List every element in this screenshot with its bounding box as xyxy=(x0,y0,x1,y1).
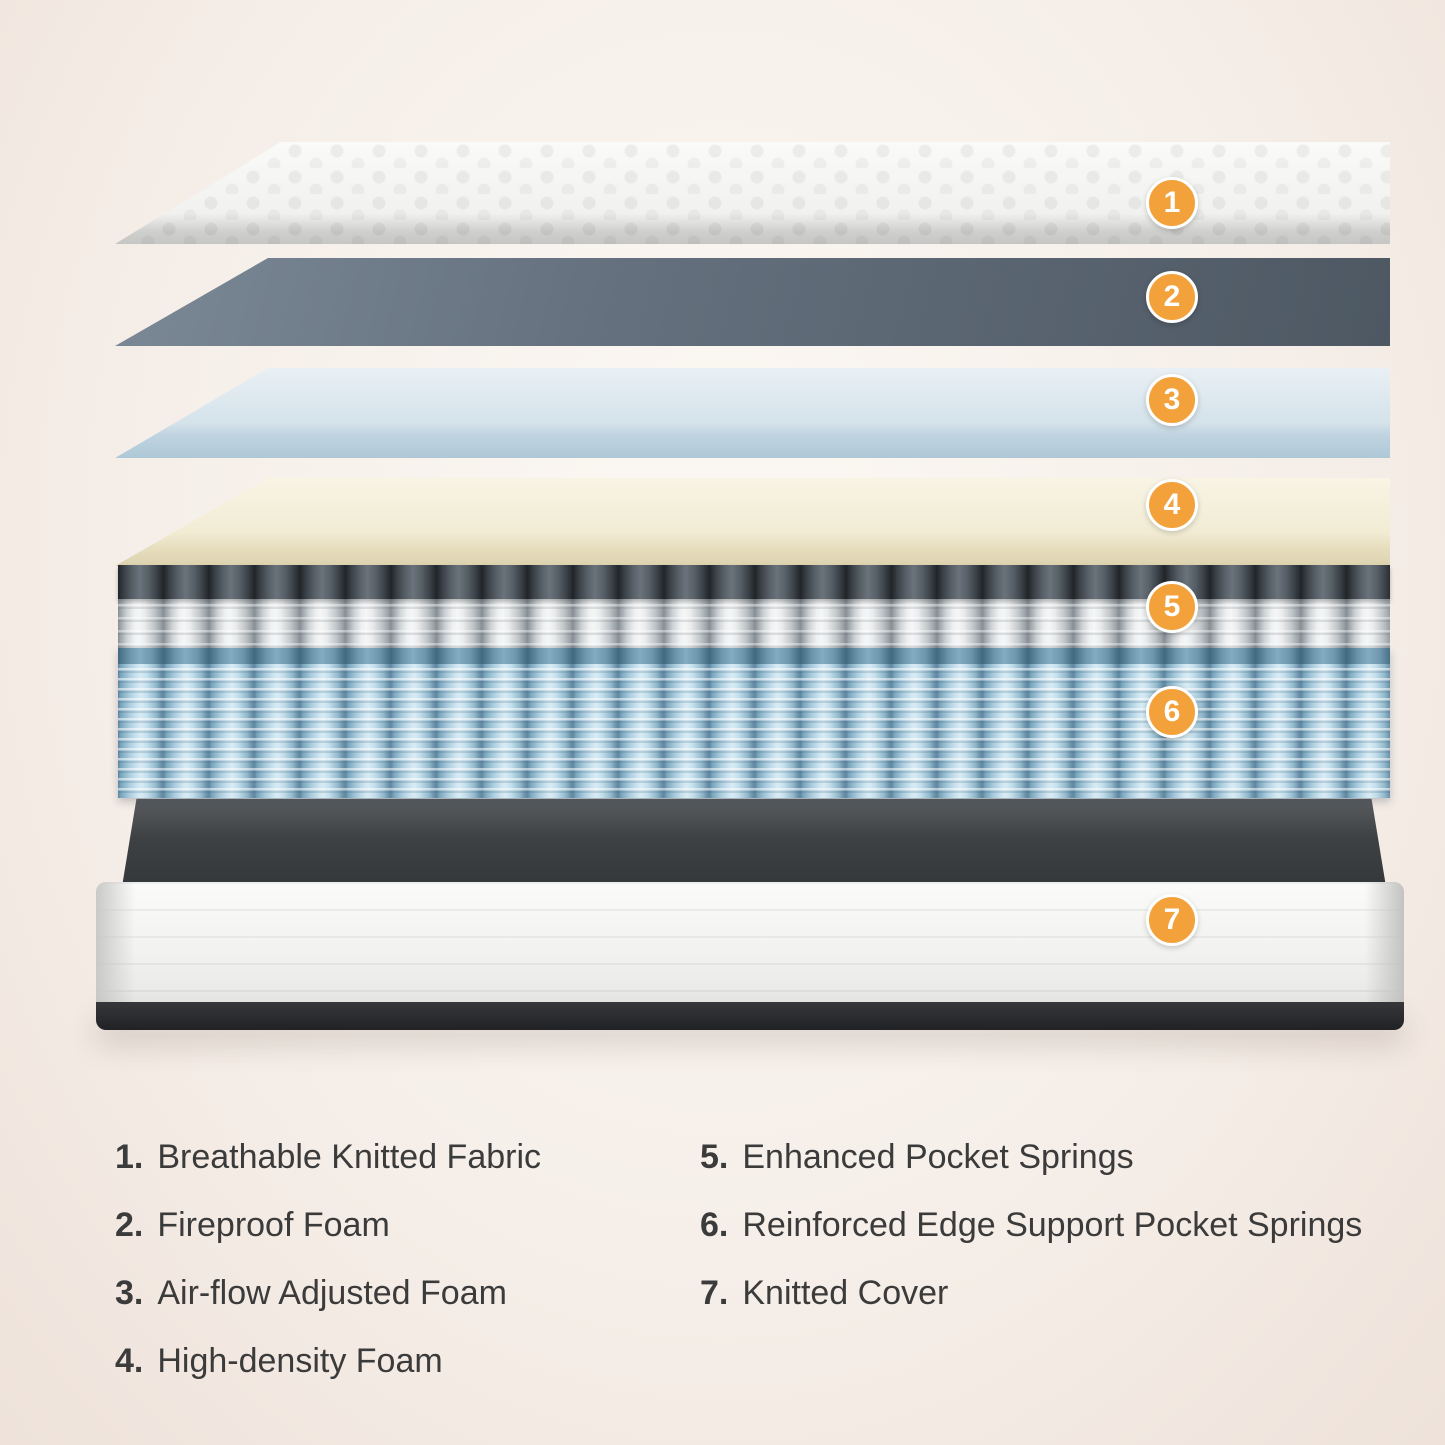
layer-1-breathable-knitted-fabric-sheet xyxy=(115,142,1390,244)
badge-6: 6 xyxy=(1146,686,1198,738)
badge-7: 7 xyxy=(1146,894,1198,946)
legend-item-6-number: 6. xyxy=(700,1206,729,1244)
legend-item-7-number: 7. xyxy=(700,1274,729,1312)
legend-item-5: 5. Enhanced Pocket Springs xyxy=(700,1140,1362,1174)
legend-item-2-text: Fireproof Foam xyxy=(157,1206,390,1244)
badge-5: 5 xyxy=(1146,581,1198,633)
legend-item-6-text: Reinforced Edge Support Pocket Springs xyxy=(742,1206,1363,1244)
legend-item-4: 4. High-density Foam xyxy=(115,1344,541,1378)
badge-4: 4 xyxy=(1146,479,1198,531)
legend-item-3-number: 3. xyxy=(115,1274,144,1312)
legend-item-4-text: High-density Foam xyxy=(157,1342,443,1380)
layer-4-high-density-foam-sheet xyxy=(115,478,1390,566)
legend-item-4-number: 4. xyxy=(115,1342,144,1380)
legend-item-6: 6. Reinforced Edge Support Pocket Spring… xyxy=(700,1208,1362,1242)
layer-3-airflow-adjusted-foam-sheet xyxy=(115,368,1390,458)
legend-item-1: 1. Breathable Knitted Fabric xyxy=(115,1140,541,1174)
badge-1: 1 xyxy=(1146,177,1198,229)
legend-item-2-number: 2. xyxy=(115,1206,144,1244)
legend-item-3-text: Air-flow Adjusted Foam xyxy=(157,1274,507,1312)
legend-column-right: 5. Enhanced Pocket Springs 6. Reinforced… xyxy=(700,1140,1362,1310)
legend-item-2: 2. Fireproof Foam xyxy=(115,1208,541,1242)
legend-item-1-number: 1. xyxy=(115,1138,144,1176)
legend-item-7: 7. Knitted Cover xyxy=(700,1276,1362,1310)
badge-2: 2 xyxy=(1146,271,1198,323)
layer-7-knitted-cover-front xyxy=(96,882,1404,1008)
pocket-spring-caps xyxy=(118,565,1390,599)
legend-item-7-text: Knitted Cover xyxy=(742,1274,949,1312)
legend-item-5-text: Enhanced Pocket Springs xyxy=(742,1138,1134,1176)
layer-7-base-bottom-edge xyxy=(96,1002,1404,1030)
layer-6-reinforced-edge-support-pocket-springs xyxy=(118,648,1390,798)
legend-item-5-number: 5. xyxy=(700,1138,729,1176)
legend-item-3: 3. Air-flow Adjusted Foam xyxy=(115,1276,541,1310)
legend-column-left: 1. Breathable Knitted Fabric 2. Fireproo… xyxy=(115,1140,541,1378)
badge-3: 3 xyxy=(1146,374,1198,426)
edge-spring-caps xyxy=(118,648,1390,664)
legend-item-1-text: Breathable Knitted Fabric xyxy=(157,1138,542,1176)
layer-2-fireproof-foam-sheet xyxy=(115,258,1390,346)
